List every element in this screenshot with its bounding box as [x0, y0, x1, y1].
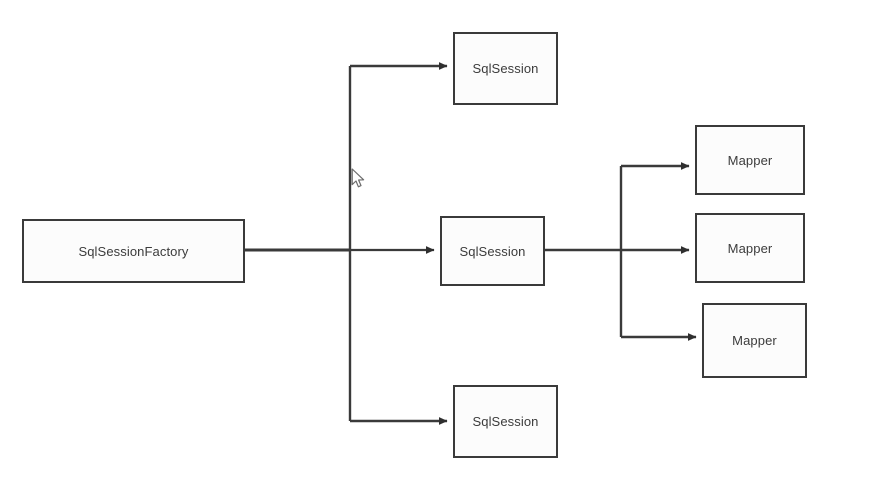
node-mapper-top[interactable]: Mapper	[695, 125, 805, 195]
node-sqlsession-top[interactable]: SqlSession	[453, 32, 558, 105]
node-label: Mapper	[727, 152, 773, 168]
node-mapper-bottom[interactable]: Mapper	[702, 303, 807, 378]
node-label: SqlSession	[459, 243, 526, 259]
node-label: Mapper	[727, 240, 773, 256]
node-label: SqlSessionFactory	[78, 243, 189, 259]
node-label: Mapper	[732, 333, 777, 348]
node-label: SqlSession	[472, 414, 539, 429]
node-label: SqlSession	[472, 61, 539, 76]
node-sqlsessionfactory[interactable]: SqlSessionFactory	[22, 219, 245, 283]
node-sqlsession-middle[interactable]: SqlSession	[440, 216, 545, 286]
node-mapper-middle[interactable]: Mapper	[695, 213, 805, 283]
node-sqlsession-bottom[interactable]: SqlSession	[453, 385, 558, 458]
